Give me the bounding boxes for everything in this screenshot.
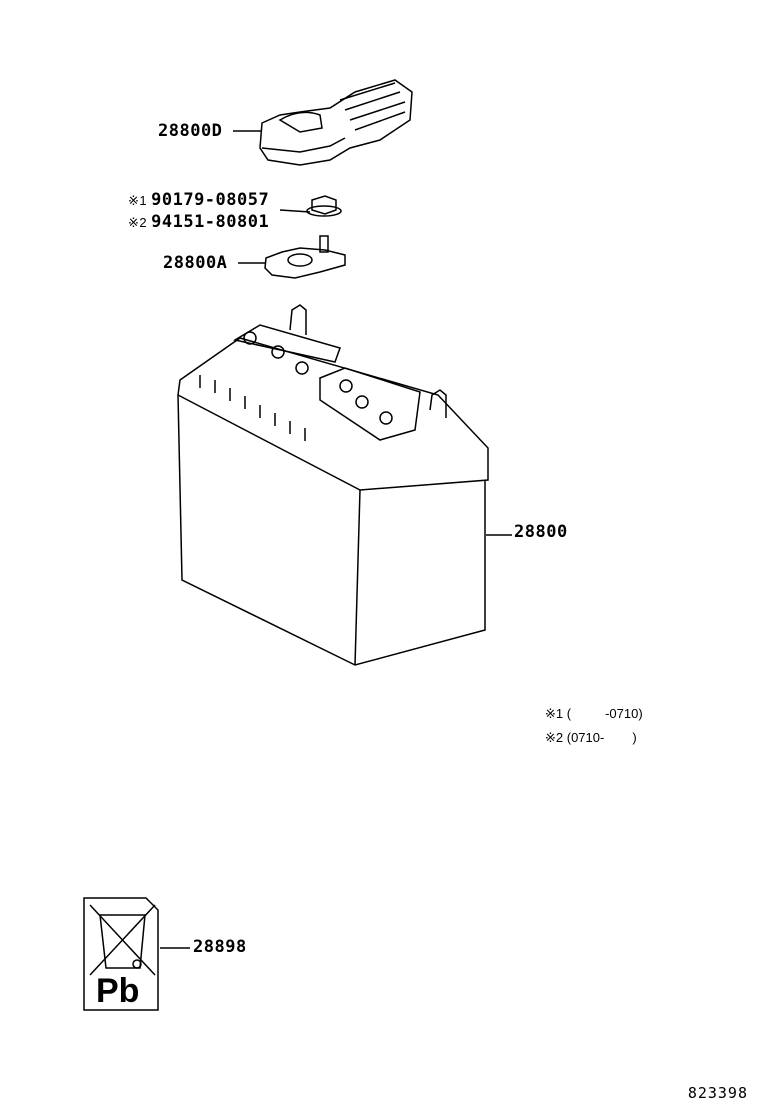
- part-label-28800D: 28800D: [158, 121, 223, 141]
- note-1-range: -0710): [605, 706, 643, 721]
- recycle-label-drawing: [83, 897, 190, 1011]
- diagram-id: 823398: [687, 1084, 748, 1102]
- battery-drawing: [177, 304, 512, 666]
- note-mark-1: ※1: [128, 193, 148, 208]
- part-label-28800A: 28800A: [163, 253, 228, 273]
- pb-symbol: Pb: [96, 972, 140, 1010]
- terminal-cover-drawing: [233, 79, 413, 166]
- note-2: ※2 (0710-): [545, 730, 637, 746]
- note-1-mark: ※1: [545, 706, 564, 721]
- part-number-nut-2: 94151-80801: [151, 212, 270, 232]
- part-label-28898: 28898: [193, 937, 247, 957]
- terminal-clamp-drawing: [238, 235, 346, 279]
- note-2-range: (0710-: [566, 730, 605, 745]
- note-1-open: (: [566, 706, 572, 721]
- part-label-28800: 28800: [514, 522, 568, 542]
- note-2-mark: ※2: [545, 730, 564, 745]
- part-number-nut-1: 90179-08057: [151, 190, 270, 210]
- nut-drawing: [279, 195, 342, 217]
- note-mark-2: ※2: [128, 215, 148, 230]
- note-1: ※1 ( -0710): [545, 706, 643, 722]
- note-2-close: ): [632, 730, 637, 745]
